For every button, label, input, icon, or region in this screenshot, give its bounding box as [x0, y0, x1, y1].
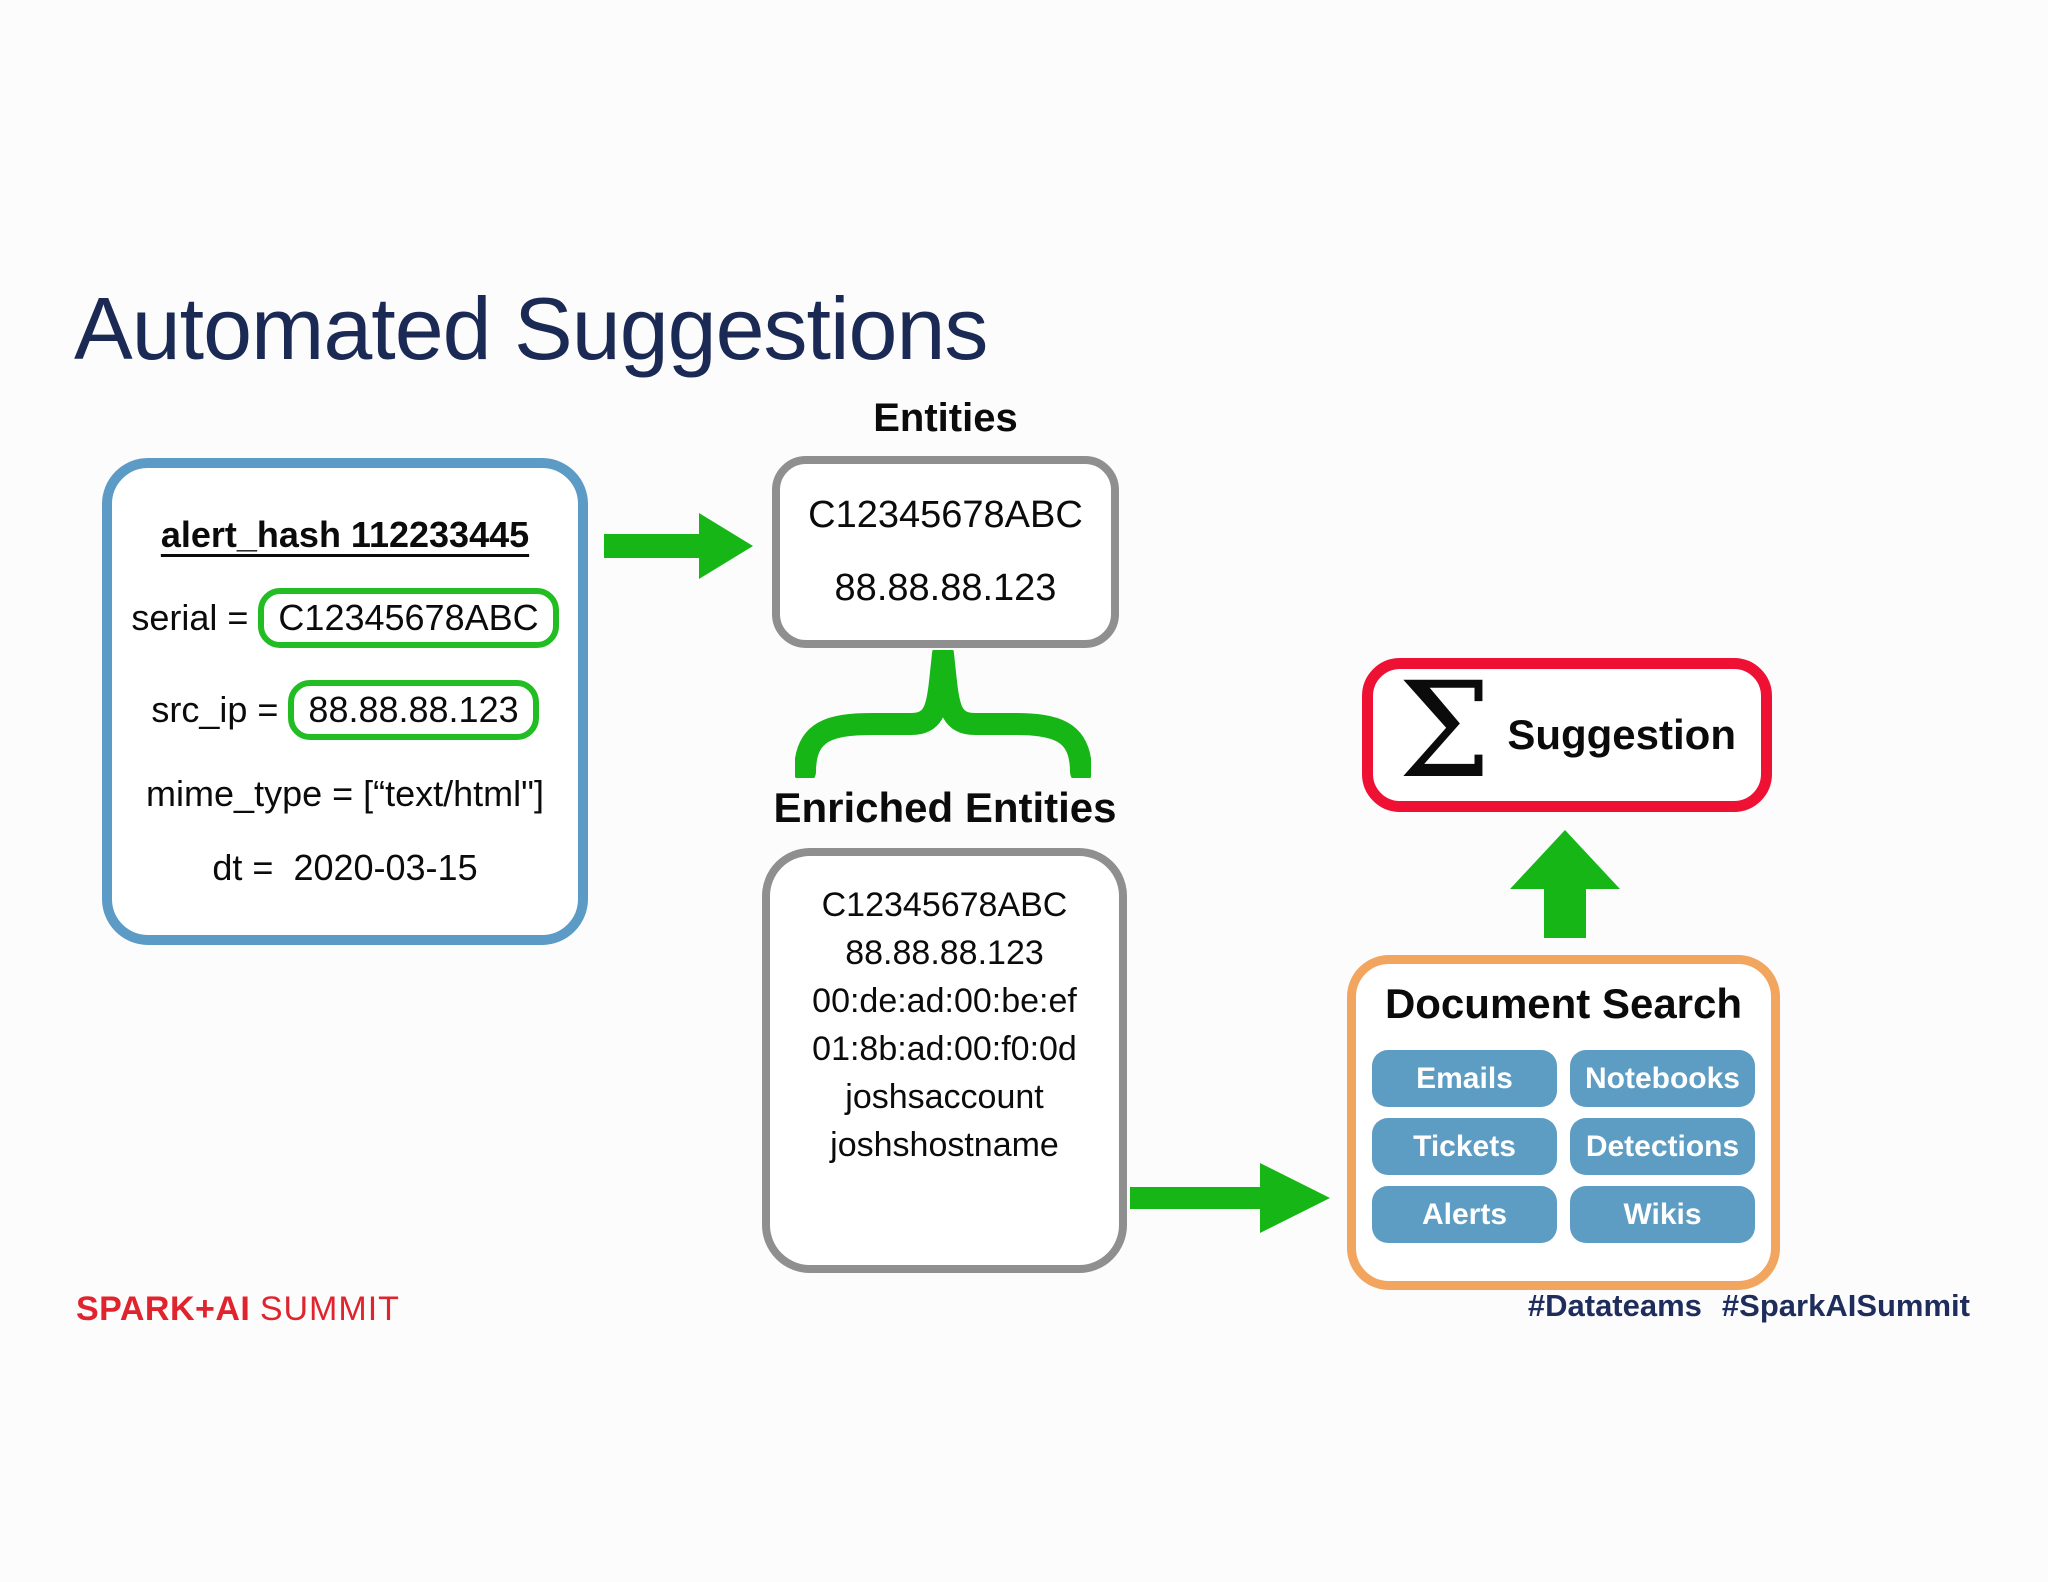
- document-search-grid: Emails Notebooks Tickets Detections Aler…: [1372, 1050, 1755, 1243]
- serial-value-highlight: C12345678ABC: [258, 588, 559, 649]
- serial-label: serial =: [131, 597, 249, 639]
- wikis-button: Wikis: [1570, 1186, 1755, 1243]
- entities-label: Entities: [873, 396, 1018, 440]
- serial-row: serial = C12345678ABC: [131, 588, 559, 649]
- entity-item: C12345678ABC: [808, 494, 1083, 536]
- alerts-button: Alerts: [1372, 1186, 1557, 1243]
- tickets-button: Tickets: [1372, 1118, 1557, 1175]
- src-ip-label: src_ip =: [151, 689, 279, 731]
- enriched-item: 00:de:ad:00:be:ef: [812, 982, 1077, 1020]
- curly-brace-icon: [795, 650, 1091, 778]
- spark-ai-summit-logo: SPARK+AI SUMMIT: [76, 1290, 400, 1329]
- alert-hash-header: alert_hash 112233445: [160, 514, 530, 556]
- hashtag-datateams: #Datateams: [1527, 1288, 1702, 1323]
- logo-primary: SPARK+AI: [76, 1290, 251, 1328]
- entities-box: C12345678ABC 88.88.88.123: [772, 456, 1119, 648]
- detections-button: Detections: [1570, 1118, 1755, 1175]
- enriched-item: 88.88.88.123: [845, 934, 1044, 972]
- page-title: Automated Suggestions: [74, 279, 988, 378]
- emails-button: Emails: [1372, 1050, 1557, 1107]
- arrow-right-icon: [1130, 1163, 1330, 1233]
- notebooks-button: Notebooks: [1570, 1050, 1755, 1107]
- enriched-entities-label: Enriched Entities: [773, 784, 1117, 831]
- suggestion-box: Σ Suggestion: [1362, 658, 1772, 812]
- dt-row: dt = 2020-03-15: [212, 846, 478, 888]
- enriched-item: 01:8b:ad:00:f0:0d: [812, 1030, 1077, 1068]
- entity-item: 88.88.88.123: [834, 567, 1057, 609]
- suggestion-label: Suggestion: [1507, 711, 1736, 758]
- enriched-item: joshsaccount: [845, 1078, 1044, 1116]
- enriched-item: joshshostname: [830, 1126, 1059, 1164]
- src-ip-value-highlight: 88.88.88.123: [288, 680, 539, 741]
- arrow-right-icon: [604, 513, 753, 579]
- event-hashtags: #Datateams #SparkAISummit: [1528, 1288, 1970, 1324]
- src-ip-row: src_ip = 88.88.88.123: [151, 680, 539, 741]
- document-search-title: Document Search: [1384, 980, 1743, 1027]
- hashtag-sparkaisummit: #SparkAISummit: [1721, 1288, 1970, 1323]
- enriched-item: C12345678ABC: [821, 886, 1068, 924]
- document-search-box: Document Search Emails Notebooks Tickets…: [1347, 955, 1780, 1290]
- arrow-up-icon: [1510, 830, 1620, 938]
- logo-secondary: SUMMIT: [259, 1290, 400, 1328]
- enriched-entities-box: C12345678ABC 88.88.88.123 00:de:ad:00:be…: [762, 848, 1127, 1273]
- alert-details-box: alert_hash 112233445 serial = C12345678A…: [102, 458, 588, 945]
- mime-type-row: mime_type = [“text/html"]: [146, 772, 544, 814]
